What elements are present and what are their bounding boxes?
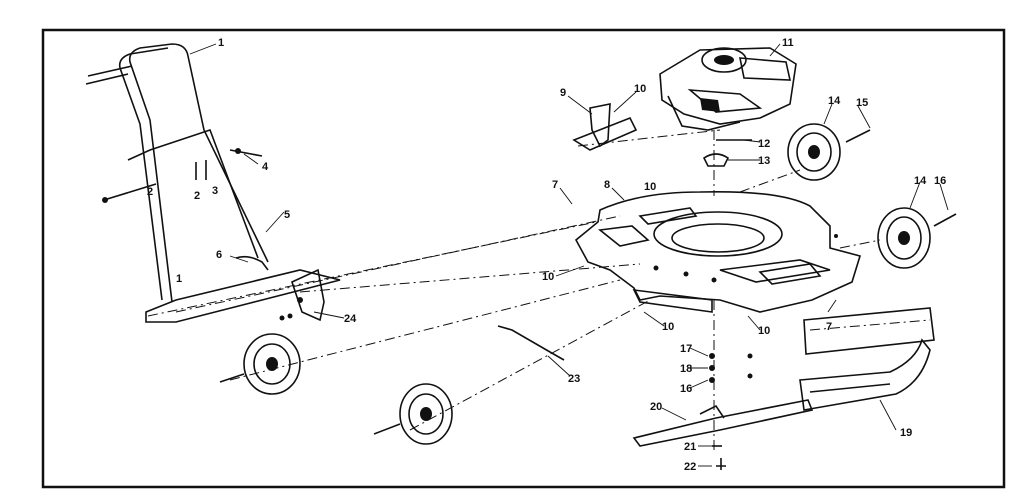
blade-baffle <box>799 338 931 411</box>
callout-7b: 7 <box>826 321 832 333</box>
callout-2: 2 <box>194 190 200 202</box>
callout-11: 11 <box>782 37 794 49</box>
callout-16b: 16 <box>680 383 692 395</box>
callout-10b: 10 <box>542 271 554 283</box>
callout-leaders <box>189 43 949 467</box>
callout-4: 4 <box>262 161 269 173</box>
callout-23: 23 <box>568 373 580 385</box>
engine <box>659 47 797 131</box>
callout-2b: 2 <box>147 186 153 198</box>
callout-16: 16 <box>934 175 946 187</box>
callout-12: 12 <box>758 138 770 150</box>
blade <box>632 399 814 447</box>
callout-17: 17 <box>680 343 692 355</box>
callout-8: 8 <box>604 179 610 191</box>
callout-10d: 10 <box>758 325 770 337</box>
engine-mount-parts <box>702 139 752 167</box>
handle-bracket <box>145 268 341 323</box>
wheel-front-right <box>877 207 957 269</box>
callout-18: 18 <box>680 363 692 375</box>
callout-13: 13 <box>758 155 770 167</box>
callout-1: 1 <box>218 37 224 49</box>
callout-14: 14 <box>828 95 841 107</box>
callout-24: 24 <box>344 313 357 325</box>
wheel-rear-right <box>787 123 871 181</box>
diagram-frame <box>41 28 1006 489</box>
callout-1b: 1 <box>176 273 182 285</box>
callout-21: 21 <box>684 441 696 453</box>
rod <box>497 325 565 361</box>
handle-assembly <box>85 43 269 303</box>
callout-22: 22 <box>684 461 696 473</box>
callout-5: 5 <box>284 209 290 221</box>
wheel-rear-left <box>219 333 301 395</box>
wheel-front-left <box>373 383 453 445</box>
callout-20: 20 <box>650 401 662 413</box>
callout-7: 7 <box>552 179 558 191</box>
callout-14b: 14 <box>914 175 927 187</box>
callout-3: 3 <box>212 185 218 197</box>
callout-6: 6 <box>216 249 222 261</box>
assembly-lines <box>147 129 931 450</box>
callout-15: 15 <box>856 97 868 109</box>
callout-labels: 1 1 2 2 3 4 5 6 7 7 8 9 10 10 10 10 10 1… <box>147 37 946 473</box>
callout-19: 19 <box>900 427 912 439</box>
baffle-plate <box>803 307 935 355</box>
mower-deck <box>574 190 862 313</box>
callout-10e: 10 <box>644 181 656 193</box>
callout-9: 9 <box>560 87 566 99</box>
callout-10c: 10 <box>662 321 674 333</box>
callout-10: 10 <box>634 83 646 95</box>
